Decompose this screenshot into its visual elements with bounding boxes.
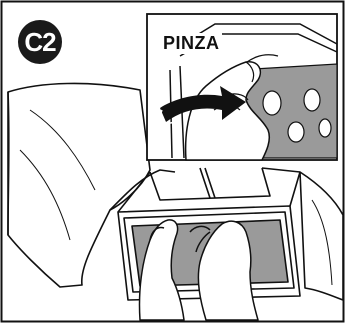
step-label: C2: [18, 20, 62, 64]
inset-label: PINZA: [161, 33, 222, 54]
